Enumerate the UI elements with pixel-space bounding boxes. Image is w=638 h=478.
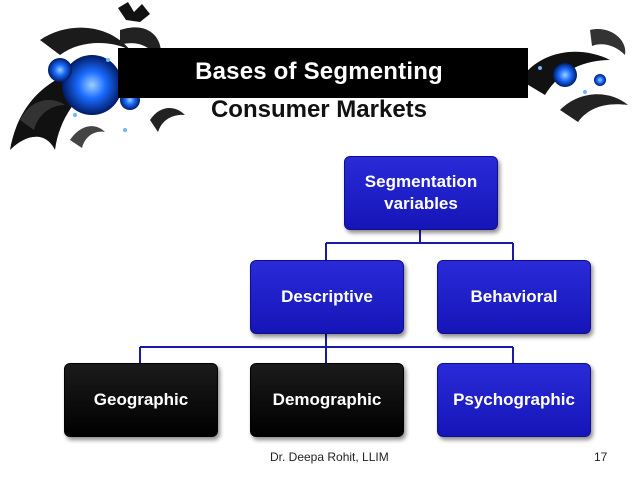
node-psychographic: Psychographic — [437, 363, 591, 437]
node-geographic: Geographic — [64, 363, 218, 437]
slide-title-line1: Bases of Segmenting — [195, 58, 443, 85]
slide-title-line2: Consumer Markets — [210, 96, 428, 123]
footer-page-number: 17 — [594, 450, 608, 464]
node-behavioral-label: Behavioral — [470, 287, 558, 306]
node-behavioral: Behavioral — [437, 260, 591, 334]
decorative-swirl-right — [520, 29, 628, 122]
node-segmentation-variables: Segmentation variables — [344, 156, 498, 230]
node-segmentation-variables-line1: Segmentation — [364, 172, 478, 191]
node-descriptive: Descriptive — [250, 260, 404, 334]
node-demographic-label: Demographic — [272, 390, 382, 409]
node-segmentation-variables-line2: variables — [384, 194, 458, 213]
title-banner — [118, 48, 528, 98]
node-geographic-label: Geographic — [93, 390, 189, 409]
footer-author: Dr. Deepa Rohit, LLIM — [270, 450, 389, 464]
decorative-swirl-left — [10, 2, 185, 150]
node-psychographic-label: Psychographic — [453, 390, 575, 409]
node-demographic: Demographic — [250, 363, 404, 437]
node-descriptive-label: Descriptive — [281, 287, 373, 306]
